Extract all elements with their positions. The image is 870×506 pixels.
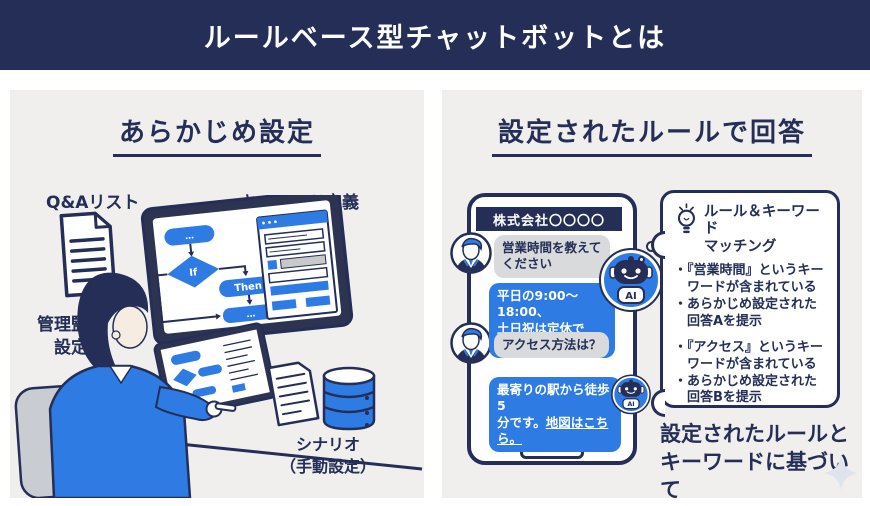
left-panel-heading: あらかじめ設定 (10, 112, 424, 157)
svg-text:AI: AI (625, 291, 636, 302)
bullet-item: ・あらかじめ設定された 回答Aを提示 (674, 296, 818, 329)
thought-dot (638, 256, 645, 263)
robot-avatar: AI (599, 248, 663, 312)
bullet-item: ・『営業時間』というキー ワードが含まれている (674, 263, 824, 296)
sparkle-icon (824, 456, 858, 490)
svg-text:If: If (189, 267, 199, 279)
user-message-access: アクセス方法は？ (494, 332, 610, 359)
map-link[interactable]: 地図はこちら。 (497, 414, 609, 446)
callout-bullet-list: ・『営業時間』というキー ワードが含まれている ・あらかじめ設定された 回答Aを… (674, 263, 829, 407)
scenario-database-icon (267, 361, 376, 431)
svg-text:Then: Then (234, 281, 263, 295)
database-cylinder-icon (322, 366, 376, 431)
right-panel-heading: 設定されたルールで回答 (442, 112, 862, 157)
desk-edge (169, 441, 423, 471)
user-message-hours: 営業時間を教えて ください (494, 235, 610, 278)
admin-person (48, 272, 237, 498)
conclusion-text: 設定されたルールと キーワードに基づいて 応答する！ (660, 422, 849, 506)
page-title: ルールベース型チャットボットとは (203, 22, 667, 54)
callout-bump (651, 231, 665, 259)
callout-title: ルール＆キーワード マッチング (703, 204, 820, 255)
monitor-flowchart-screen: … If Then … (140, 195, 354, 346)
chat-header-bar: 株式会社〇〇〇〇 (476, 207, 622, 231)
panel-preset-setup: あらかじめ設定 Q&Aリスト キーワード定義 管理監者 設定 シナリオ （手動設… (10, 90, 424, 498)
robot-avatar: AI (611, 374, 651, 415)
label-qa-list: Q&Aリスト (46, 193, 140, 213)
flow-then-box (219, 275, 277, 298)
pointing-hand (205, 400, 237, 418)
rule-keyword-matching-callout: ルール＆キーワード マッチング ・『営業時間』というキー ワードが含まれている … (651, 190, 840, 417)
bot-message-access-answer: 最寄りの駅から徒歩5 分です。地図はこちら。 (489, 377, 621, 452)
keyword-form-window (256, 209, 338, 320)
svg-text:…: … (185, 231, 195, 242)
bullet-item: ・あらかじめ設定された 回答Bを提示 (674, 373, 818, 406)
svg-text:AI: AI (627, 401, 634, 408)
user-avatar (450, 232, 492, 274)
user-avatar (450, 322, 492, 364)
panel-rule-answer: 設定されたルールで回答 株式会社〇〇〇〇 (442, 90, 862, 506)
lightbulb-icon (677, 203, 695, 234)
svg-text:…: … (246, 309, 256, 320)
title-banner: ルールベース型チャットボットとは (0, 0, 870, 70)
company-name: 株式会社〇〇〇〇 (492, 213, 605, 229)
callout-header: ルール＆キーワード マッチング (674, 202, 829, 256)
admin-setup-illustration: … If Then … (14, 195, 423, 498)
bullet-item: ・『アクセス』というキー ワードが含まれている (674, 339, 823, 372)
callout-bump (651, 389, 665, 417)
flow-if-diamond (167, 255, 220, 288)
